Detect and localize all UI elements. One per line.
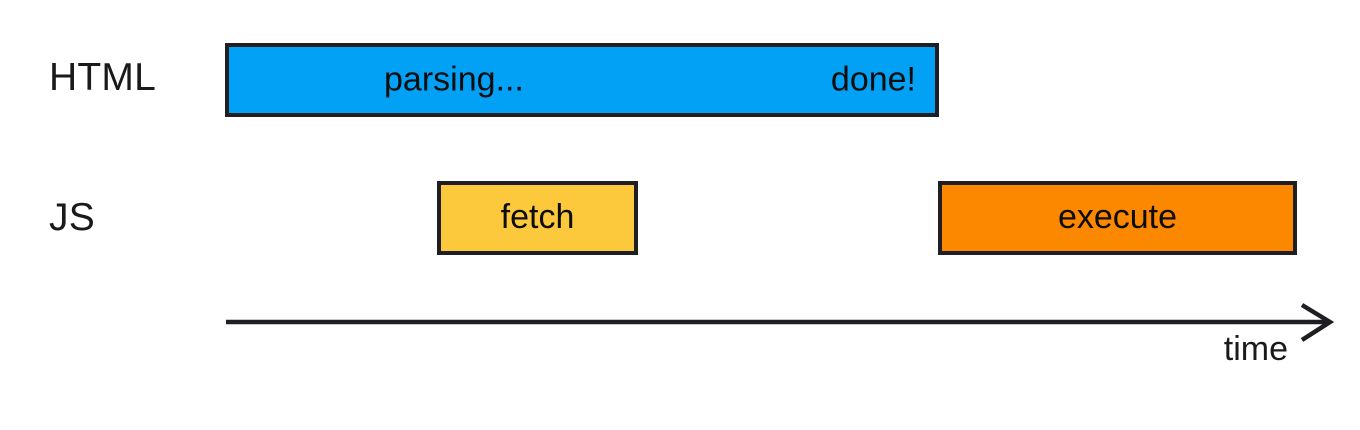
bar-label-parsing: parsing... <box>384 60 524 99</box>
timeline-bar-html-parsing: parsing... done! <box>225 43 939 117</box>
timeline-bar-js-fetch: fetch <box>437 181 638 255</box>
bar-label-execute: execute <box>1057 198 1178 236</box>
time-axis-arrow <box>226 303 1335 342</box>
bar-label-fetch: fetch <box>500 198 575 236</box>
time-axis-label: time <box>1223 330 1288 368</box>
row-label-html: HTML <box>49 56 156 99</box>
bar-label-done: done! <box>830 60 916 99</box>
timeline-bar-js-execute: execute <box>938 181 1297 255</box>
row-label-js: JS <box>49 196 95 239</box>
arrow-right-icon <box>1300 303 1335 342</box>
